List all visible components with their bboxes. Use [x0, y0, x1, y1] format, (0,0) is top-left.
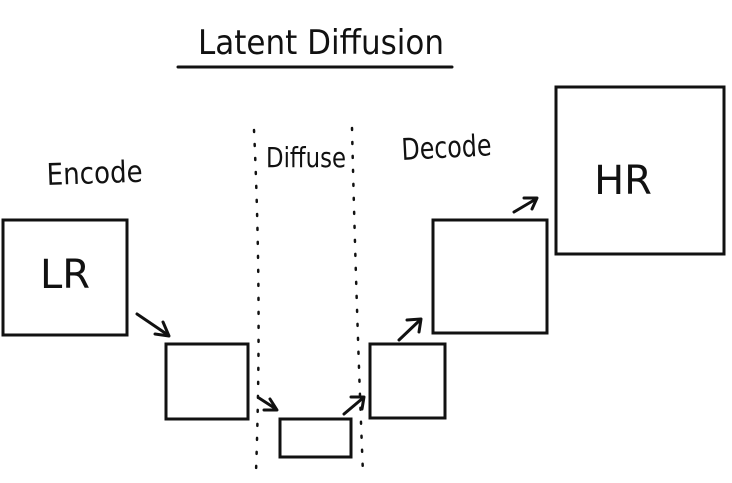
diffuse-separator-right — [350, 126, 365, 476]
arrow-small-to-medium — [397, 317, 423, 342]
encoded-latent-box — [164, 342, 250, 421]
arrow-medium-to-hr — [512, 196, 539, 214]
diffused-latent-box — [278, 417, 353, 459]
arrow-lr-to-latent — [135, 312, 171, 338]
lr-label: LR — [40, 252, 90, 298]
diagram-title: Latent Diffusion — [198, 23, 444, 63]
decode-stage-small-box — [368, 342, 447, 420]
stage-label-decode: Decode — [401, 128, 493, 168]
hr-label: HR — [594, 158, 652, 204]
stage-label-encode: Encode — [46, 155, 143, 193]
arrow-latent-to-diffused — [257, 396, 279, 412]
lr-box — [1, 218, 129, 337]
stage-label-diffuse: Diffuse — [266, 141, 346, 174]
decode-stage-medium-box — [431, 218, 549, 335]
arrow-diffused-to-decode — [342, 395, 366, 416]
diffuse-separator-left — [252, 128, 260, 474]
hr-box — [554, 85, 726, 256]
